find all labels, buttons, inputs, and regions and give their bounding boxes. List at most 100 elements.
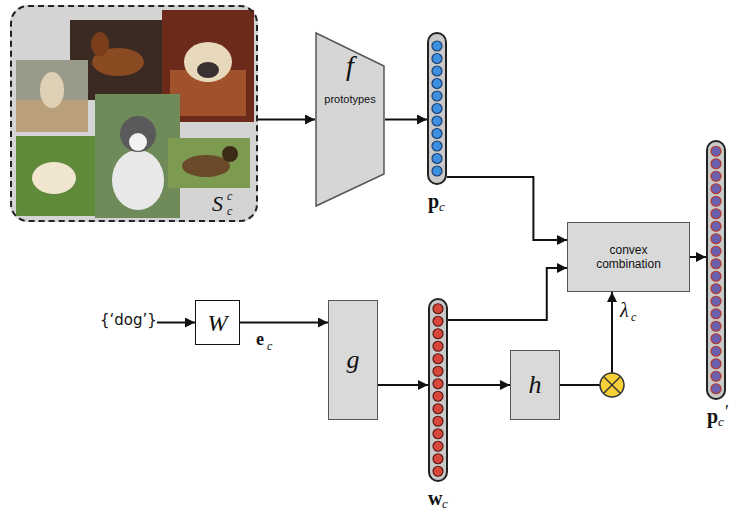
class-name: {‘dog’} xyxy=(100,313,157,328)
vector-entry xyxy=(711,284,721,294)
product-circle xyxy=(600,373,624,397)
dog-shape xyxy=(40,72,64,108)
vector-entry xyxy=(711,296,721,306)
node-text: {‘dog’} xyxy=(100,313,157,328)
output-vector: pc′ xyxy=(706,140,726,400)
connector-arrow xyxy=(690,256,706,258)
vector-outline xyxy=(427,32,447,185)
vector-entry xyxy=(433,404,443,414)
word-vector: wc xyxy=(428,298,448,482)
vector-entry xyxy=(711,359,721,369)
dog-shape xyxy=(197,62,219,78)
dog-shape xyxy=(182,155,230,177)
connector-arrow xyxy=(157,322,195,324)
vector-entry xyxy=(711,171,721,181)
node-text: g xyxy=(347,347,360,373)
dog-shape xyxy=(184,42,232,82)
shepherd-photo xyxy=(168,138,250,188)
vector-entry xyxy=(711,234,721,244)
dog-shape xyxy=(32,162,76,194)
set-symbol: S xyxy=(212,193,223,215)
vector-entry xyxy=(432,154,442,164)
product-cross xyxy=(604,377,620,393)
vector-symbol: p xyxy=(707,406,718,426)
golden-photo xyxy=(16,136,96,216)
photo-ground xyxy=(95,94,180,218)
vector-entry xyxy=(433,379,443,389)
coefficient-subscript: c xyxy=(631,311,636,323)
support-set-box: Scc xyxy=(10,5,258,222)
node-text: h xyxy=(529,372,542,398)
connector-arrow xyxy=(448,268,567,320)
transform-box: g xyxy=(328,300,378,420)
node-text: convex combination xyxy=(586,243,671,272)
vector-entry xyxy=(433,366,443,376)
vector-capsule xyxy=(429,299,447,481)
connector-arrow xyxy=(448,384,510,386)
vector-symbol: p xyxy=(428,191,439,211)
vector-entry xyxy=(433,416,443,426)
vector-entry xyxy=(432,91,442,101)
vector-entry xyxy=(432,79,442,89)
vector-entry xyxy=(433,454,443,464)
vector-outline xyxy=(428,298,448,482)
vector-entry xyxy=(711,259,721,269)
function-symbol: f xyxy=(315,52,385,80)
connector-arrow xyxy=(258,119,315,121)
set-subscript: c xyxy=(227,205,232,217)
vector-capsule xyxy=(707,141,725,399)
support-ground xyxy=(10,5,258,222)
vector-entry xyxy=(433,429,443,439)
vector-entry xyxy=(432,104,442,114)
dog-shape xyxy=(112,150,164,210)
vector-entry xyxy=(711,184,721,194)
encoder-trapezoid: fprototypes xyxy=(315,32,385,207)
vector-entry xyxy=(433,341,443,351)
vector-symbol: e xyxy=(256,330,264,348)
husky-photo xyxy=(95,94,180,218)
vector-entry xyxy=(432,116,442,126)
connector-arrow xyxy=(378,384,428,386)
vector-entry xyxy=(432,66,442,76)
vector-entry xyxy=(711,321,721,331)
convex-combination-box: convex combination xyxy=(567,222,690,292)
prototype-vector: pc xyxy=(427,32,447,185)
vector-entry xyxy=(432,129,442,139)
vector-entry xyxy=(433,441,443,451)
vector-subscript: c xyxy=(439,200,445,213)
vector-entry xyxy=(711,221,721,231)
vector-entry xyxy=(432,166,442,176)
vector-entry xyxy=(711,246,721,256)
vector-entry xyxy=(711,346,721,356)
product-cross xyxy=(604,377,620,393)
set-superscript: c xyxy=(227,190,232,202)
dog-shape xyxy=(91,32,109,56)
trapezoid-shape xyxy=(316,33,384,206)
connector-arrow xyxy=(385,119,427,121)
connector-arrow xyxy=(240,322,328,324)
vector-entry xyxy=(711,159,721,169)
dog-shape xyxy=(120,116,156,152)
photo-ground xyxy=(168,138,250,188)
vector-symbol: w xyxy=(428,488,442,508)
vector-subscript: c xyxy=(267,340,272,352)
vector-entry xyxy=(711,209,721,219)
vector-entry xyxy=(433,316,443,326)
vector-entry xyxy=(711,309,721,319)
vector-entry xyxy=(433,391,443,401)
vector-entry xyxy=(433,354,443,364)
coefficient-symbol: λ xyxy=(620,300,629,320)
dog-road-photo xyxy=(16,60,88,132)
vector-entry xyxy=(432,54,442,64)
vector-entry xyxy=(433,329,443,339)
vector-entry xyxy=(711,271,721,281)
vector-entry xyxy=(711,196,721,206)
vector-entry xyxy=(711,334,721,344)
photo-ground xyxy=(16,60,88,132)
connector-arrow xyxy=(447,177,567,240)
vector-subscript: c xyxy=(718,415,724,428)
vector-capsule xyxy=(428,33,446,184)
vector-entry xyxy=(711,384,721,394)
connector-arrow xyxy=(560,292,612,385)
prime-mark: ′ xyxy=(725,403,729,421)
